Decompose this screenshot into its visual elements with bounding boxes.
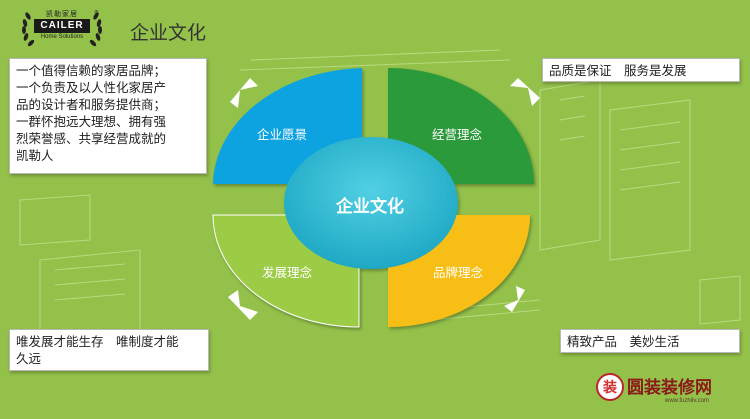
watermark-url: www.fuzhilv.com — [665, 398, 709, 404]
brand-subtitle: Home Solutions — [40, 34, 84, 40]
page-title: 企业文化 — [130, 22, 207, 44]
development-philosophy-textbox: 唯发展才能生存 唯制度才能 久远 — [9, 329, 209, 371]
brand-name-english: CAILER — [34, 19, 90, 33]
watermark-seal-char: 装 — [602, 379, 618, 396]
brand-name-chinese: 凯勒家居 — [46, 10, 78, 18]
brand-philosophy-textbox: 精致产品 美妙生活 — [560, 329, 740, 353]
laurel-wreath-icon — [22, 12, 102, 47]
label-brand-philosophy: 品牌理念 — [432, 265, 483, 280]
chevron-top-left-icon — [230, 78, 258, 108]
vision-line: 凯勒人 — [16, 148, 54, 163]
brand-philosophy-text: 精致产品 美妙生活 — [567, 334, 680, 349]
center-label: 企业文化 — [336, 197, 404, 217]
watermark-seal-icon: 装 — [596, 373, 624, 401]
vision-line: 一个值得信赖的家居品牌； — [16, 63, 167, 78]
label-development-philosophy: 发展理念 — [261, 265, 312, 280]
vision-textbox: 一个值得信赖的家居品牌； 一个负责及以人性化家居产 品的设计者和服务提供商； 一… — [9, 58, 207, 174]
business-philosophy-text: 品质是保证 服务是发展 — [549, 63, 687, 78]
vision-line: 烈荣誉感、共享经营成就的 — [16, 131, 167, 146]
development-line: 唯发展才能生存 唯制度才能 — [16, 334, 179, 349]
center-ellipse — [284, 137, 458, 269]
chevron-top-right-icon — [510, 78, 540, 106]
registered-mark: ® — [94, 10, 99, 16]
chevron-bottom-right-icon — [504, 286, 525, 312]
chevron-bottom-left-icon — [228, 290, 258, 320]
site-watermark: 装 圆装装修网 www.fuzhilv.com — [595, 372, 745, 412]
development-line: 久远 — [16, 351, 42, 366]
label-enterprise-vision: 企业愿景 — [256, 127, 307, 142]
company-logo: 凯勒家居 ® CAILER Home Solutions — [18, 6, 106, 50]
business-philosophy-textbox: 品质是保证 服务是发展 — [542, 58, 740, 82]
vision-line: 品的设计者和服务提供商； — [16, 97, 167, 112]
vision-line: 一群怀抱远大理想、拥有强 — [16, 114, 167, 129]
vision-line: 一个负责及以人性化家居产 — [16, 80, 167, 95]
watermark-text: 圆装装修网 — [627, 378, 712, 398]
label-business-philosophy: 经营理念 — [431, 127, 482, 142]
